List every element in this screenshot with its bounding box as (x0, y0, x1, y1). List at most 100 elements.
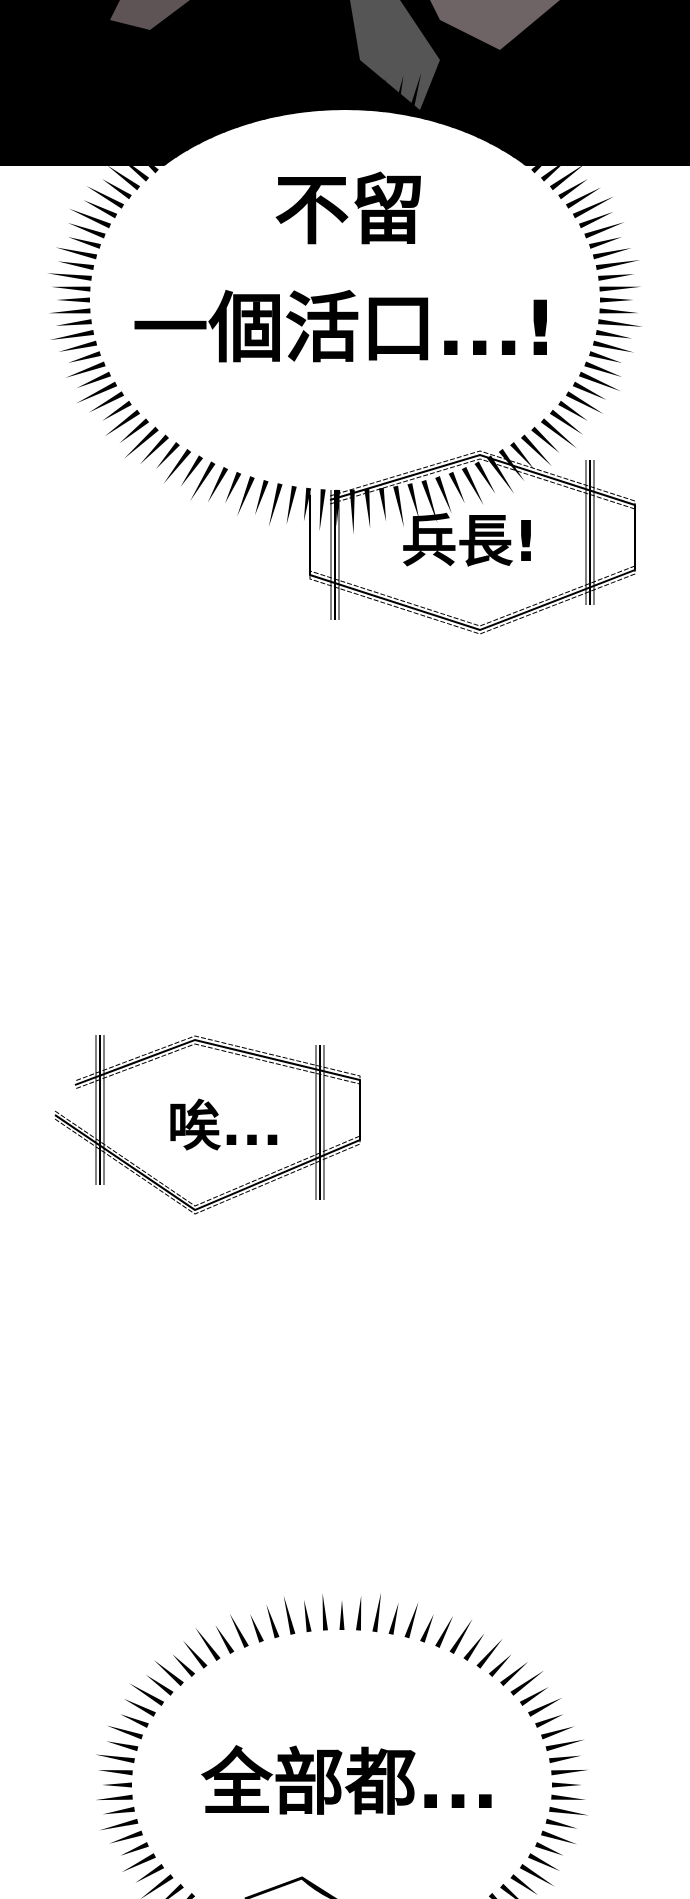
burst-spike (407, 72, 422, 117)
burst-spike (86, 185, 125, 209)
burst-spike (194, 105, 216, 139)
hex-frame-line (54, 1043, 361, 1215)
burst-spike (106, 1741, 139, 1752)
burst-spike (407, 483, 420, 520)
burst-spike (76, 371, 112, 389)
burst-spike (304, 1599, 312, 1633)
burst-spike (163, 448, 192, 484)
burst-spike (535, 1842, 564, 1856)
burst-spike (335, 65, 341, 111)
burst-spike (364, 68, 371, 111)
burst-spike (420, 1614, 434, 1643)
burst-spike (67, 236, 102, 249)
burst-spike (123, 1698, 157, 1717)
burst-spike (322, 1593, 329, 1631)
burst-spike (67, 222, 106, 239)
burst-spike (283, 1595, 296, 1635)
burst-spike (95, 1794, 133, 1801)
burst-spike (588, 351, 623, 364)
burst-spike (488, 1654, 512, 1678)
burst-spike (355, 1595, 362, 1631)
burst-spike (65, 361, 106, 379)
burst-spike (285, 72, 297, 115)
burst-spike (549, 1755, 582, 1764)
burst-spike (121, 1853, 157, 1873)
burst-spike (595, 259, 641, 271)
burst-spike (474, 98, 500, 139)
dialogue-bubble-2-text: 全部都... (200, 1741, 500, 1825)
burst-spike (584, 361, 623, 378)
dialogue-box-2-text: 唉... (167, 1095, 283, 1158)
burst-spike (319, 71, 326, 111)
burst-spike (592, 340, 635, 353)
burst-spike (112, 151, 150, 182)
burst-spike (88, 391, 125, 413)
burst-spike (119, 418, 150, 444)
burst-spike (531, 141, 567, 174)
dialogue-box-1-text: 兵長! (401, 510, 539, 575)
burst-spike (195, 1627, 221, 1662)
burst-spike (598, 319, 644, 327)
burst-spike (123, 426, 159, 459)
burst-spike (55, 319, 92, 326)
burst-spike (225, 96, 242, 129)
burst-spike (510, 1874, 539, 1896)
burst-spike (545, 1818, 578, 1829)
burst-spike (598, 274, 635, 281)
bubble-tail (244, 1876, 338, 1899)
burst-spike (182, 1640, 208, 1669)
burst-spike (572, 381, 607, 400)
burst-spike (206, 94, 229, 134)
burst-spike (527, 1697, 563, 1717)
burst-spike (565, 391, 604, 415)
burst-spike (378, 487, 387, 522)
burst-spike (486, 455, 515, 494)
burst-spike (102, 400, 132, 421)
burst-spike (486, 112, 510, 145)
burst-spike (372, 1592, 382, 1633)
burst-spike (145, 1674, 174, 1696)
burst-bubble-top (46, 65, 644, 535)
burst-spike (108, 1830, 144, 1844)
burst-spike (128, 1683, 165, 1707)
burst-spike (102, 179, 132, 200)
burst-spike (319, 489, 326, 532)
burst-spike (393, 75, 404, 115)
burst-spike (68, 208, 112, 229)
burst-spike (175, 106, 204, 145)
burst-spike (349, 489, 355, 535)
burst-bubble-bottom (95, 1592, 589, 1899)
burst-spike (155, 441, 180, 470)
burst-spike (186, 1892, 196, 1899)
burst-spike (98, 1818, 139, 1831)
burst-spike (558, 400, 588, 421)
burst-spike (435, 1615, 454, 1649)
burst-spike (286, 485, 297, 525)
burst-spike (49, 329, 95, 341)
burst-spike (268, 483, 283, 528)
burst-spike (600, 297, 634, 303)
burst-spike (388, 1602, 399, 1635)
burst-spike (225, 471, 242, 504)
burst-spike (229, 1613, 249, 1649)
burst-spike (106, 1725, 144, 1740)
burst-spike (393, 485, 405, 528)
burst-spike (339, 1600, 345, 1630)
burst-spike (180, 455, 204, 488)
burst-spike (474, 461, 496, 495)
burst-spike (135, 1863, 165, 1883)
hex-frame-line (309, 458, 636, 635)
burst-spike (558, 179, 588, 200)
burst-spike (140, 1874, 174, 1899)
burst-spike (378, 78, 387, 113)
burst-spike (46, 273, 92, 281)
hex-box-1 (309, 450, 636, 635)
burst-spike (67, 351, 102, 364)
hex-box-2 (54, 1035, 361, 1215)
burst-spike (252, 76, 269, 121)
burst-spike (519, 1863, 556, 1887)
burst-spike (270, 80, 283, 117)
burst-spike (104, 409, 141, 437)
burst-spike (540, 1726, 576, 1740)
burst-spike (139, 434, 170, 465)
